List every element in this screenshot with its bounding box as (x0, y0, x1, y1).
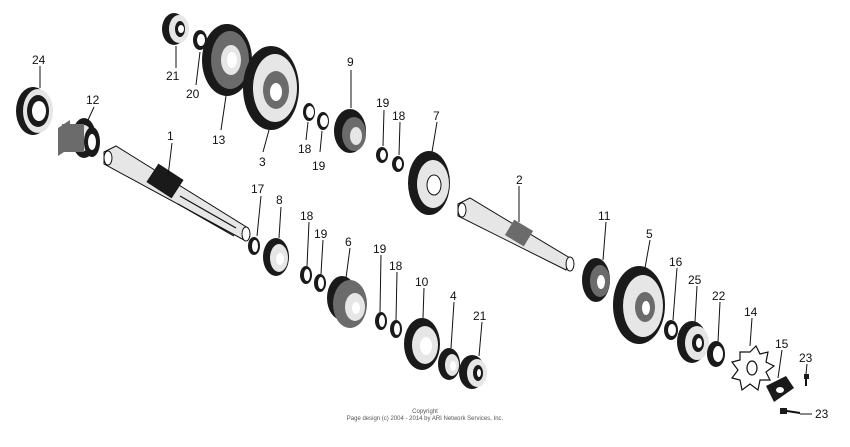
label-16: 16 (669, 255, 683, 269)
label-23-lower: 23 (815, 407, 829, 421)
part-12-gear[interactable] (58, 118, 100, 158)
part-23-bolt-upper[interactable] (804, 374, 809, 386)
label-24: 24 (32, 53, 46, 67)
label-5: 5 (646, 227, 653, 241)
part-18-ring-lower[interactable] (300, 266, 312, 284)
copyright-notice: Copyright Page design (c) 2004 - 2014 by… (0, 409, 850, 423)
label-20: 20 (186, 87, 200, 101)
part-10-gear[interactable] (404, 318, 440, 370)
part-3-gear[interactable] (243, 46, 299, 130)
label-15: 15 (775, 337, 789, 351)
label-13: 13 (212, 133, 226, 147)
label-22: 22 (712, 289, 726, 303)
part-25-bearing[interactable] (677, 321, 709, 363)
label-7: 7 (433, 109, 440, 123)
part-19-ring-near-10[interactable] (375, 312, 387, 330)
label-18-mid: 18 (392, 109, 406, 123)
part-15-fixing-plate[interactable] (766, 376, 794, 402)
label-21-top: 21 (166, 69, 180, 83)
label-23-upper: 23 (799, 351, 813, 365)
part-22-oil-seal[interactable] (707, 341, 725, 367)
part-21-bearing-lower[interactable] (459, 355, 487, 389)
copyright-text: Page design (c) 2004 - 2014 by ARI Netwo… (346, 416, 504, 422)
part-2-countershaft[interactable] (457, 197, 575, 272)
label-19-upper: 19 (312, 159, 326, 173)
part-13-gear[interactable] (202, 24, 252, 96)
part-7-gear[interactable] (408, 151, 450, 215)
label-3: 3 (259, 155, 266, 169)
label-18-near-10: 18 (389, 259, 403, 273)
part-17-washer[interactable] (248, 237, 260, 255)
part-number-labels: 24 12 21 20 13 3 9 18 19 19 18 7 1 17 8 … (32, 53, 829, 421)
label-2: 2 (516, 173, 523, 187)
part-19-ring-upper[interactable] (317, 112, 329, 130)
part-4-gear[interactable] (438, 348, 460, 380)
part-11-gear[interactable] (582, 258, 610, 302)
part-14-sprocket[interactable] (730, 344, 776, 392)
label-11: 11 (598, 209, 611, 223)
label-12: 12 (86, 93, 100, 107)
part-6-gear[interactable] (327, 276, 367, 328)
copyright-title: Copyright (412, 409, 438, 415)
label-17: 17 (251, 182, 265, 196)
label-8: 8 (276, 193, 283, 207)
label-10: 10 (415, 275, 429, 289)
label-19-lower: 19 (314, 227, 328, 241)
label-1: 1 (167, 129, 174, 143)
part-20-washer[interactable] (193, 30, 207, 50)
label-25: 25 (688, 273, 702, 287)
label-4: 4 (450, 289, 457, 303)
label-18-upper: 18 (298, 142, 312, 156)
part-19-ring-mid[interactable] (376, 147, 388, 163)
label-19-mid: 19 (376, 96, 390, 110)
part-16-washer[interactable] (664, 320, 678, 340)
part-18-ring-upper[interactable] (303, 103, 315, 121)
label-18-lower: 18 (300, 209, 314, 223)
label-6: 6 (345, 235, 352, 249)
label-14: 14 (744, 305, 758, 319)
leader-lines (39, 46, 812, 415)
part-1-mainshaft[interactable] (103, 145, 251, 242)
part-18-ring-mid[interactable] (392, 156, 404, 172)
part-19-ring-lower[interactable] (314, 274, 326, 292)
label-21-lower: 21 (473, 309, 487, 323)
part-8-gear[interactable] (263, 238, 289, 276)
part-18-ring-near-10[interactable] (390, 320, 402, 338)
part-24-bearing[interactable] (16, 87, 53, 135)
label-19-near-10: 19 (373, 242, 387, 256)
part-21-bearing-top[interactable] (162, 13, 189, 45)
part-9-gear[interactable] (334, 109, 366, 153)
part-5-gear[interactable] (613, 266, 665, 344)
part-23-bolt-lower[interactable] (780, 408, 801, 414)
label-9: 9 (347, 55, 354, 69)
